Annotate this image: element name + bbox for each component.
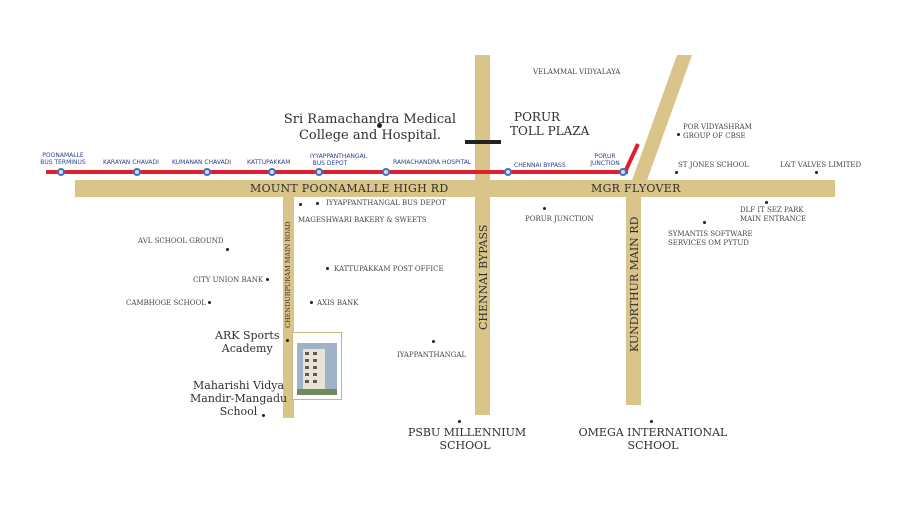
place-line: Maharishi Vidya <box>193 379 285 392</box>
kundrathur-main-road <box>626 190 641 405</box>
place-velammal: VELAMMAL VIDYALAYA <box>533 68 621 76</box>
landmark-line: Sri Ramachandra Medical <box>283 112 457 127</box>
place-line: SERVICES OM PYTUD <box>668 239 749 247</box>
place-dot <box>326 267 329 270</box>
place-dot <box>765 201 768 204</box>
station-label-line: IYYAPPANTHANGAL <box>310 153 368 160</box>
station-chennai-bypass[interactable] <box>504 168 512 176</box>
station-karayan-chavadi[interactable] <box>133 168 141 176</box>
station-label-ramachandra: RAMACHANDRA HOSPITAL <box>393 159 472 166</box>
place-mageshwari: MAGESHWARI BAKERY & SWEETS <box>298 216 427 224</box>
station-label-chennai-bypass: CHENNAI BYPASS <box>514 162 566 169</box>
station-label-line: JUNCTION <box>590 160 620 167</box>
place-line: SCHOOL <box>439 439 491 452</box>
place-dot <box>266 278 269 281</box>
place-line: SYMANTIS SOFTWARE <box>668 230 753 238</box>
place-kattupakkam-po: KATTUPAKKAM POST OFFICE <box>334 265 444 273</box>
station-label-kattupakkam: KATTUPAKKAM <box>247 159 291 166</box>
chennai-bypass-road <box>475 55 490 415</box>
place-avl: AVL SCHOOL GROUND <box>138 237 224 245</box>
station-label-iyappanthangal: IYYAPPANTHANGAL BUS DEPOT <box>310 153 368 167</box>
place-dot <box>316 202 319 205</box>
place-axis: AXIS BANK <box>317 299 359 307</box>
station-label-line: BUS TERMINUS <box>40 159 86 166</box>
station-iyappanthangal[interactable] <box>315 168 323 176</box>
station-porur-junction[interactable] <box>619 168 627 176</box>
station-label-porur-junction: PORUR JUNCTION <box>590 153 620 167</box>
place-line: Mandir-Mangadu <box>190 392 288 405</box>
place-st-jones: ST JONES SCHOOL <box>678 161 749 169</box>
road-label-chennai-bypass: CHENNAI BYPASS <box>477 224 490 330</box>
place-dot <box>677 133 680 136</box>
place-line: School <box>219 405 258 418</box>
station-ramachandra-hospital[interactable] <box>382 168 390 176</box>
place-omega: OMEGA INTERNATIONAL SCHOOL <box>578 426 728 452</box>
station-label-karayan: KARAYAN CHAVADI <box>103 159 159 166</box>
landmark-sri-ramachandra: Sri Ramachandra Medical College and Hosp… <box>280 112 460 144</box>
place-dot <box>262 414 265 417</box>
station-label-poonamalle: POONAMALLE BUS TERMINUS <box>36 152 90 166</box>
station-label-line: POONAMALLE <box>42 152 84 159</box>
road-label-mount-poonamalle: MOUNT POONAMALLE HIGH RD <box>250 182 449 195</box>
place-dot <box>432 340 435 343</box>
road-label-mgr-flyover: MGR FLYOVER <box>591 182 681 195</box>
place-iyappanthangal-depot: IYYAPPANTHANGAL BUS DEPOT <box>326 199 446 207</box>
place-line: SCHOOL <box>627 439 679 452</box>
landmark-line: PORUR <box>514 110 561 124</box>
place-line: ARK Sports <box>215 329 280 342</box>
landmark-line: TOLL PLAZA <box>510 124 590 138</box>
place-line: POR VIDYASHRAM <box>683 123 752 131</box>
place-porur-junction: PORUR JUNCTION <box>525 215 594 223</box>
toll-plaza-marker <box>465 140 501 144</box>
place-dlf: DLF IT SEZ PARK MAIN ENTRANCE <box>740 206 806 224</box>
station-label-line: BUS DEPOT <box>312 160 348 167</box>
place-maharishi: Maharishi Vidya Mandir-Mangadu School <box>190 379 287 418</box>
place-dot <box>650 420 653 423</box>
place-psbu: PSBU MILLENNIUM SCHOOL <box>408 426 527 452</box>
place-dot <box>815 171 818 174</box>
place-por-vidyashram: POR VIDYASHRAM GROUP OF CBSE <box>683 123 752 141</box>
place-dot <box>208 301 211 304</box>
station-label-kumanan: KUMANAN CHAVADI <box>172 159 232 166</box>
building-photo <box>292 332 342 400</box>
place-lt-valves: L&T VALVES LIMITED <box>780 161 862 169</box>
station-poonamalle[interactable] <box>57 168 65 176</box>
place-iyappanthangal: IYAPPANTHANGAL <box>397 351 467 359</box>
place-dot <box>675 171 678 174</box>
place-dot <box>543 207 546 210</box>
place-line: MAIN ENTRANCE <box>740 215 807 223</box>
place-line: Academy <box>221 342 273 355</box>
place-line: PSBU MILLENNIUM <box>408 426 527 439</box>
road-label-kundrathur: KUNDRTHUR MAIN RD <box>628 216 641 352</box>
place-dot <box>226 248 229 251</box>
place-dot <box>299 203 302 206</box>
place-ark-sports: ARK Sports Academy <box>215 329 279 355</box>
place-cambhoge: CAMBHOGE SCHOOL <box>126 299 206 307</box>
place-dot <box>310 301 313 304</box>
landmark-line: College and Hospital. <box>298 128 442 143</box>
place-dot <box>286 339 289 342</box>
place-line: OMEGA INTERNATIONAL <box>578 426 728 439</box>
station-kumanan-chavadi[interactable] <box>203 168 211 176</box>
chendurpuram-main-road <box>283 190 294 418</box>
place-symantis: SYMANTIS SOFTWARE SERVICES OM PYTUD <box>668 230 753 248</box>
landmark-dot <box>377 123 382 128</box>
place-line: GROUP OF CBSE <box>683 132 746 140</box>
station-label-line: PORUR <box>594 153 616 160</box>
place-dot <box>458 420 461 423</box>
place-city-union: CITY UNION BANK <box>193 276 264 284</box>
road-label-chendurpuram: CHENDURPURAM MAIN ROAD <box>284 221 292 328</box>
station-kattupakkam[interactable] <box>268 168 276 176</box>
landmark-porur-toll-plaza: PORUR TOLL PLAZA <box>510 110 589 138</box>
place-dot <box>703 221 706 224</box>
place-line: DLF IT SEZ PARK <box>740 206 804 214</box>
